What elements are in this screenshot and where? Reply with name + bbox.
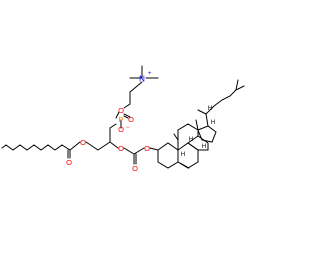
- bond: [149, 147, 159, 151]
- atom-labels: N + O P O O − O O O O O H H H H H: [66, 71, 215, 173]
- phosphorus-label: P: [118, 115, 123, 124]
- steroid-core: [157, 79, 245, 169]
- bond: [69, 141, 81, 151]
- ester-oxygen-mid-label: O: [118, 144, 124, 153]
- structure-canvas: N + O P O O − O O O O O H H H H H: [1, 65, 245, 173]
- bond: [109, 141, 119, 149]
- double-bond: [179, 162, 190, 169]
- phosphoryl-oxygen-label: O: [128, 115, 134, 124]
- bond: [97, 141, 111, 151]
- ester-oxygen-left-label: O: [80, 138, 86, 147]
- bond: [133, 147, 145, 155]
- ether-oxygen-label: O: [118, 106, 124, 115]
- bond: [129, 81, 143, 93]
- carbonyl-oxygen-mid-label: O: [132, 164, 138, 173]
- methyl-c19: [173, 133, 179, 141]
- methyl-c18: [195, 119, 199, 131]
- hydrogen-c9-label: H: [181, 152, 185, 158]
- carbonate-linkage: [123, 147, 159, 165]
- hydrogen-c8-label: H: [189, 137, 193, 143]
- ring-c-upper: [177, 123, 199, 151]
- carbonyl-oxygen-left-label: O: [66, 158, 72, 167]
- hydrogen-c14-label: H: [202, 144, 206, 150]
- phosphate-oxygen-anion-label: O: [118, 125, 124, 134]
- ring-d: [197, 125, 217, 143]
- glycerol-backbone: [85, 127, 119, 151]
- molecule-structure: N + O P O O − O O O O O H H H H H: [1, 65, 245, 173]
- steroid-oxygen-label: O: [144, 144, 150, 153]
- methyl-c21: [197, 109, 207, 115]
- choline-group: [123, 65, 159, 109]
- nitrogen-charge: +: [148, 71, 152, 77]
- ring-a: [157, 142, 179, 169]
- phosphate-group: [109, 111, 131, 129]
- bond: [115, 111, 120, 119]
- bond: [123, 147, 135, 155]
- bond: [123, 113, 131, 118]
- fatty-acid-chain: [1, 144, 71, 151]
- bond: [123, 115, 129, 119]
- nitrogen-label: N: [139, 75, 145, 84]
- hydrogen-c17-label: H: [211, 120, 215, 126]
- oxygen-anion-charge: −: [126, 125, 130, 131]
- bond: [109, 123, 117, 129]
- bond: [85, 141, 99, 151]
- terminal-methyl: [235, 79, 239, 91]
- palmitoyl-ester: [1, 141, 81, 159]
- bond: [123, 103, 131, 109]
- hydrogen-c20-label: H: [208, 106, 212, 112]
- ring-c: [187, 135, 209, 151]
